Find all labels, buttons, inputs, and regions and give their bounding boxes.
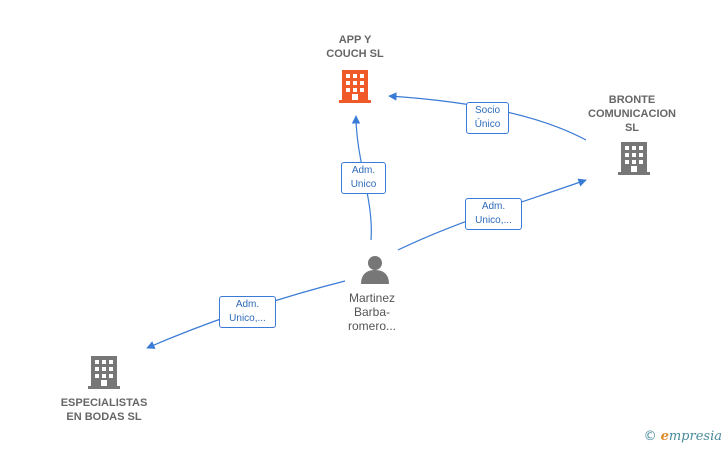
brand-initial: e xyxy=(660,429,669,444)
building-icon[interactable] xyxy=(88,356,120,389)
edge-label-martinez-to-bronte: Adm. Unico,... xyxy=(465,198,522,230)
brand-watermark: ©empresia xyxy=(644,429,722,444)
node-label-martinez[interactable]: Martinez Barba- romero... xyxy=(347,291,396,333)
copyright-icon: © xyxy=(643,429,657,444)
node-label-especialistas[interactable]: ESPECIALISTAS EN BODAS SL xyxy=(60,397,148,423)
edge-label-martinez-to-especialistas: Adm. Unico,... xyxy=(219,296,276,328)
building-icon[interactable] xyxy=(618,142,650,175)
building-icon[interactable] xyxy=(339,70,371,103)
edge-label-martinez-to-app: Adm. Unico xyxy=(341,162,386,194)
node-label-bronte[interactable]: BRONTE COMUNICACION SL xyxy=(588,94,676,134)
node-label-app-y-couch[interactable]: APP Y COUCH SL xyxy=(326,34,384,60)
edge-label-bronte-to-app: Socio Único xyxy=(466,102,509,134)
brand-name: mpresia xyxy=(668,429,722,444)
person-icon[interactable] xyxy=(361,256,389,284)
